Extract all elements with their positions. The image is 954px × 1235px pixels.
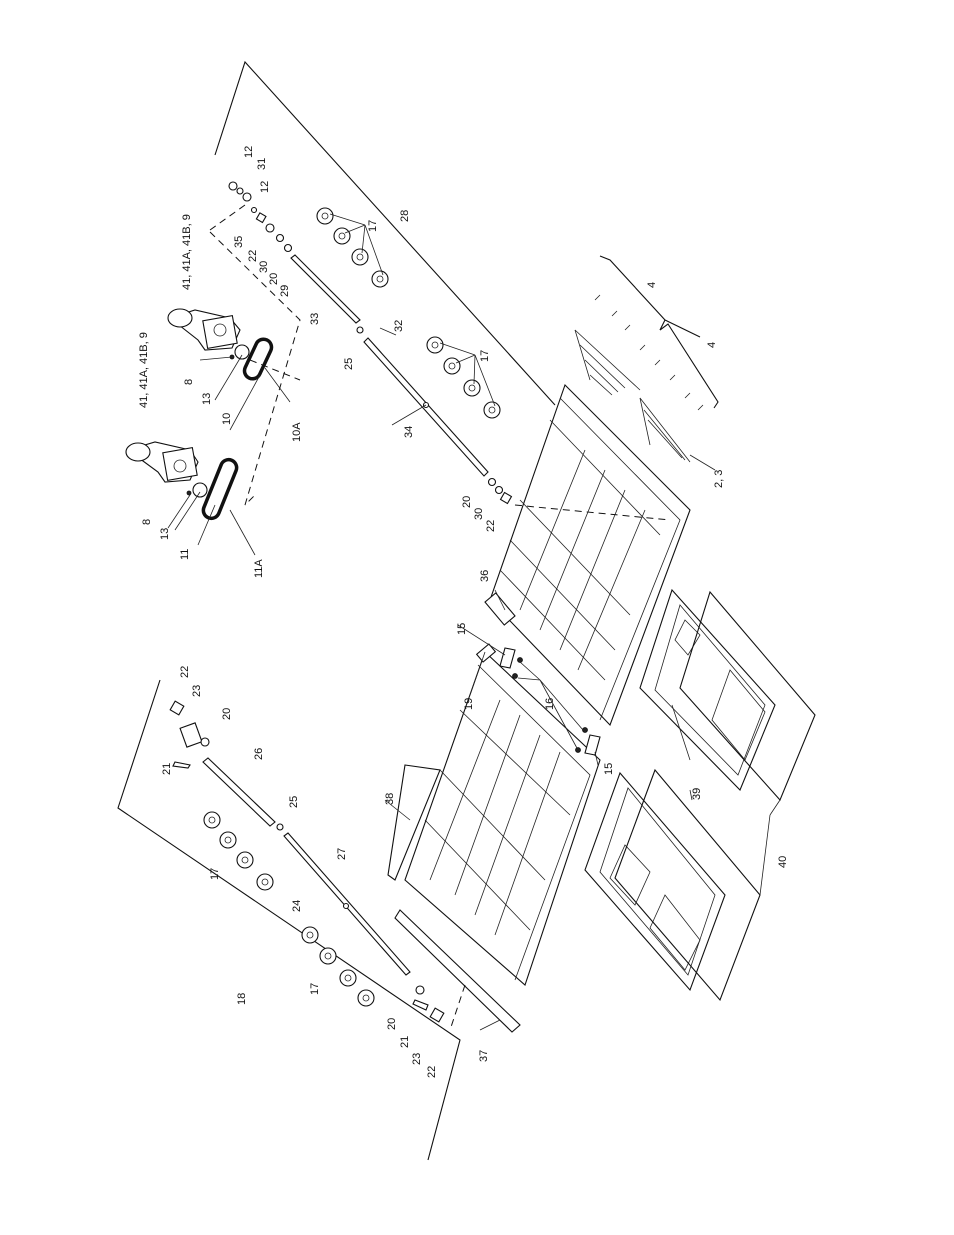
callout-label: 41, 41A, 41B, 9	[138, 332, 150, 408]
callout-label: 22	[179, 666, 191, 678]
callout-label: 2, 3	[713, 470, 725, 488]
callout-label: 17	[367, 220, 379, 232]
callout-label: 4	[646, 282, 658, 288]
motor-lower	[126, 442, 198, 482]
callout-label: 21	[399, 1036, 411, 1048]
washer-25-left	[277, 824, 283, 830]
callout-label: 10A	[291, 422, 303, 442]
chain-10	[242, 337, 274, 382]
callout-label: 41, 41A, 41B, 9	[181, 214, 193, 290]
callout-label: 20	[268, 273, 280, 285]
motor-upper	[168, 309, 240, 350]
callout-label: 4	[706, 342, 718, 348]
callout-label: 8	[141, 519, 153, 525]
panels-right	[640, 590, 815, 800]
callout-label: 21	[161, 763, 173, 775]
callout-label: 15	[456, 623, 468, 635]
callout-label: 17	[209, 868, 221, 880]
sprocket-13-upper	[235, 345, 249, 359]
callout-label: 22	[247, 250, 259, 262]
callout-label: 29	[279, 285, 291, 297]
dashed-leader	[450, 985, 465, 1030]
pin-15-lower	[585, 735, 600, 755]
callout-label: 25	[343, 358, 355, 370]
right-assembly-group	[126, 62, 555, 521]
callout-label: 20	[386, 1018, 398, 1030]
callout-label: 37	[478, 1050, 490, 1062]
panels-left	[585, 770, 760, 1000]
callout-label: 22	[485, 520, 497, 532]
callout-label: 17	[309, 983, 321, 995]
callout-label: 26	[253, 748, 265, 760]
shaft-33	[291, 255, 360, 323]
callout-label: 31	[256, 158, 268, 170]
pin-15-upper	[500, 648, 515, 668]
callout-label: 20	[461, 496, 473, 508]
key-8-lower	[187, 491, 191, 495]
callout-label: 13	[159, 528, 171, 540]
callout-label: 20	[221, 708, 233, 720]
washer-25	[357, 327, 363, 333]
callout-label: 30	[473, 508, 485, 520]
callout-label: 34	[403, 426, 415, 438]
callout-label: 27	[336, 848, 348, 860]
rollers-17-lower	[427, 337, 500, 418]
clips-4	[595, 256, 718, 410]
callout-label: 33	[309, 313, 321, 325]
callout-label: 13	[201, 393, 213, 405]
callout-label: 24	[291, 900, 303, 912]
callout-label: 32	[393, 320, 405, 332]
callout-label: 18	[236, 993, 248, 1005]
left-frame	[405, 644, 600, 985]
callout-label: 22	[426, 1066, 438, 1078]
callout-label: 19	[463, 698, 475, 710]
callout-label: 15	[603, 763, 615, 775]
callout-label: 8	[183, 379, 195, 385]
callout-label: 35	[233, 236, 245, 248]
callout-label: 39	[691, 788, 703, 800]
callout-label: 10	[221, 413, 233, 425]
sprocket-13-lower	[193, 483, 207, 497]
callout-label: 12	[259, 181, 271, 193]
callout-label: 17	[479, 350, 491, 362]
callout-label: 28	[399, 210, 411, 222]
callout-label: 36	[479, 570, 491, 582]
callout-label: 16	[544, 698, 556, 710]
callout-label: 12	[243, 146, 255, 158]
callout-label: 40	[777, 856, 789, 868]
callout-label: 11	[179, 549, 191, 560]
callout-label: 23	[411, 1053, 423, 1065]
callout-label: 30	[258, 261, 270, 273]
group-28-bracket	[215, 62, 555, 405]
callout-label: 38	[384, 793, 396, 805]
callout-label: 25	[288, 796, 300, 808]
callout-label: 23	[191, 685, 203, 697]
callout-label: 11A	[253, 559, 265, 578]
